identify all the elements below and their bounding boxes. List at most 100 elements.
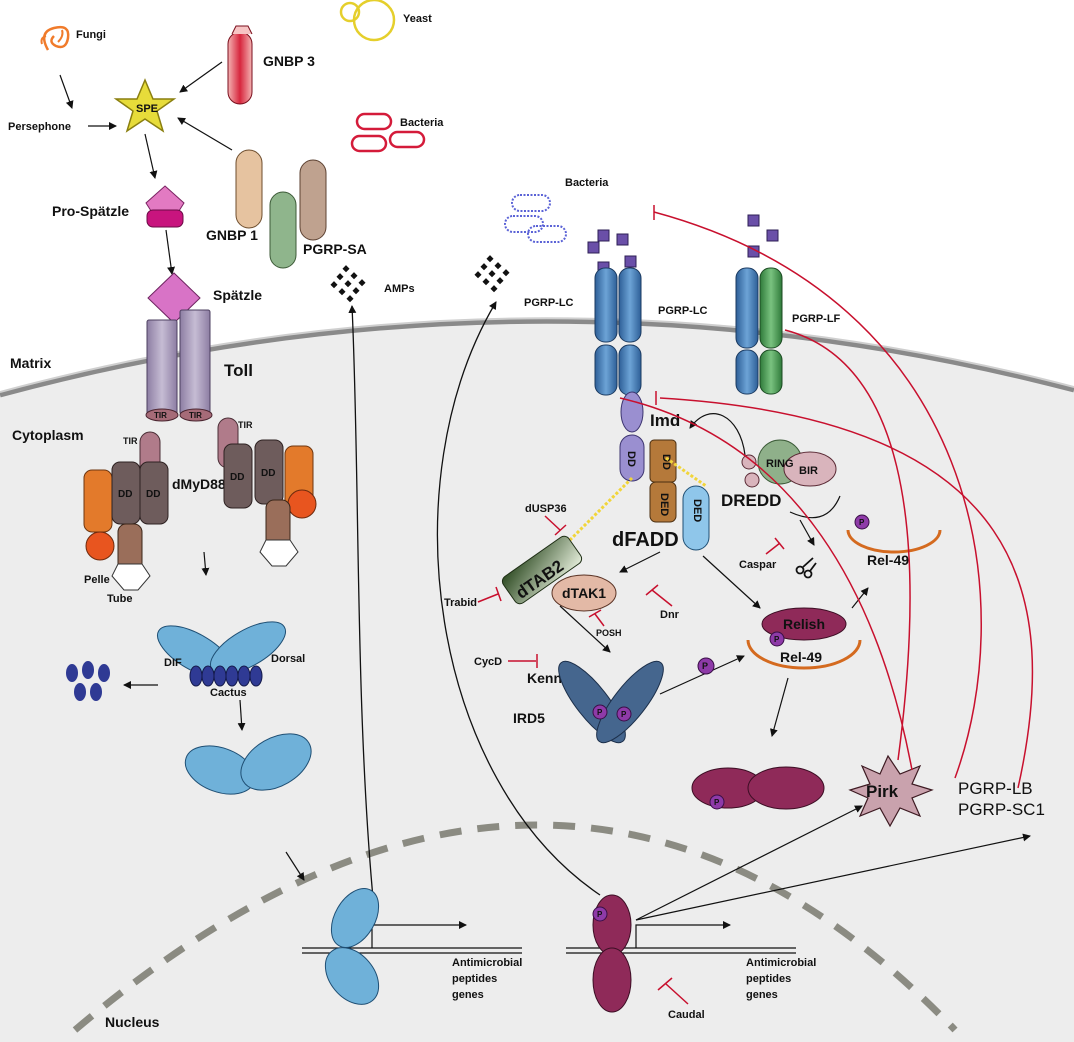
rel49-released-label: Rel-49	[867, 552, 909, 568]
free-p-label: P	[702, 661, 708, 671]
transcription-start-right	[635, 921, 731, 948]
dredd-to-relish-arrow	[799, 519, 815, 546]
pelle-label: Pelle	[84, 574, 110, 586]
pgrp-lc-receptor-a	[594, 267, 618, 396]
bacteria-label-top: Bacteria	[400, 117, 444, 129]
ikk-subunit-b	[596, 660, 664, 744]
toll-label: Toll	[224, 361, 253, 380]
fungi-to-persephone-arrow	[59, 74, 74, 109]
pgrp-lb-feedback-curve	[653, 211, 982, 779]
dredd-cleavage-arrow	[702, 555, 761, 609]
imd-protein	[620, 391, 644, 433]
amps-secretion-left-path	[348, 305, 374, 899]
caspar-inhibit-line	[765, 542, 781, 555]
spe-label: SPE	[136, 103, 158, 115]
dtak1-protein	[551, 574, 617, 612]
relish-dimer-p-label: P	[714, 798, 720, 807]
transcription-to-pirk-arrow	[635, 805, 863, 921]
rel49-phospho	[854, 514, 870, 530]
dtab2-protein	[501, 535, 583, 605]
pgrp-sa-receptor-brown	[299, 159, 327, 241]
relish-bound-b	[592, 947, 632, 1013]
dfadd-dredd-interaction	[665, 456, 707, 488]
dredd-ded-label: DED	[691, 499, 703, 522]
gnbp3-to-spe-arrow	[179, 61, 223, 93]
myd88-dd-right	[223, 443, 253, 509]
pro-spatzle-prodomain	[146, 209, 184, 228]
pgrp-sc1-label: PGRP-SC1	[958, 800, 1045, 819]
ring-label: RING	[766, 458, 794, 470]
pelle-dd-left	[83, 469, 113, 533]
pgrp-lc-label-left: PGRP-LC	[524, 297, 574, 309]
tir-label-right: TIR	[238, 420, 253, 430]
gnbp1-to-spe-arrow	[177, 117, 233, 151]
ikk-phospho-a	[592, 704, 608, 720]
fungi-icon	[40, 25, 70, 51]
caspar-label: Caspar	[739, 559, 777, 571]
tube-cap-right	[259, 539, 299, 567]
pgrp-lf-feedback-curve	[784, 329, 911, 761]
dtak1-to-ikk-arrow	[559, 605, 611, 653]
dd-label-1: DD	[118, 489, 132, 500]
relish-translocation-arrow	[770, 677, 789, 737]
dfadd-dd-label: DD	[660, 454, 672, 470]
relish-bound-p-label: P	[597, 910, 603, 919]
amps-dots-right	[474, 255, 510, 293]
matrix-label: Matrix	[10, 355, 51, 371]
dnr-inhibit-bar	[645, 584, 659, 596]
trabid-inhibit-line	[477, 593, 499, 603]
cactus-protein	[189, 665, 263, 687]
caudal-inhibit-bar	[657, 977, 673, 991]
cytoplasm-label: Cytoplasm	[12, 427, 84, 443]
diap2-small-domain-2	[744, 472, 760, 488]
relish-label: Relish	[783, 616, 825, 632]
dif-label: DIF	[164, 657, 182, 669]
ikk-phospho-b	[616, 706, 632, 722]
toll-tir-label-left: TIR	[154, 411, 167, 420]
gnbp3-label: GNBP 3	[263, 53, 315, 69]
yeast-label: Yeast	[403, 13, 432, 25]
gnbp1-receptor	[235, 149, 263, 229]
pgrp-lf-label: PGRP-LF	[792, 313, 841, 325]
cactus-label: Cactus	[210, 687, 247, 699]
amps-label: AMPs	[384, 283, 415, 295]
rel49-arc-released	[846, 529, 942, 554]
caspar-inhibit-bar	[774, 537, 785, 550]
cycd-label: CycD	[474, 656, 502, 668]
dredd-to-dtak1-arrow	[619, 551, 661, 573]
free-phosphate	[697, 657, 715, 675]
dfadd-label: dFADD	[612, 529, 679, 551]
dorsal-release-arrow	[237, 699, 246, 731]
bacteria-label-mid: Bacteria	[565, 177, 609, 189]
free-dorsal-dimer-b	[240, 733, 312, 791]
dfadd-ded-label: DED	[658, 493, 670, 516]
relish-bound-a	[592, 894, 632, 956]
dtak1-label: dTAK1	[562, 585, 606, 601]
pelle-kinase-right	[287, 489, 317, 519]
dorsal-label: Dorsal	[271, 653, 305, 665]
pgrp-lc-label-right: PGRP-LC	[658, 305, 708, 317]
relish-cleavage-arrow	[851, 587, 869, 609]
toll-tir-label-right: TIR	[189, 411, 202, 420]
amp-genes-right-2: peptides	[746, 973, 791, 985]
trabid-inhibit-bar	[495, 586, 502, 602]
trabid-label: Trabid	[444, 597, 477, 609]
relish-bound-phospho	[592, 906, 608, 922]
diap2-to-imd-arrow	[689, 413, 746, 456]
gnbp1-label: GNBP 1	[206, 227, 258, 243]
transcription-to-pgrp-lb-arrow	[635, 833, 1031, 921]
nuclear-envelope	[72, 821, 958, 1033]
ikk-to-relish-arrow	[659, 655, 745, 695]
dredd-label: DREDD	[721, 491, 781, 510]
dusp36-inhibit-line	[544, 515, 561, 531]
pgrp-sa-label: PGRP-SA	[303, 241, 367, 257]
tube-label: Tube	[107, 593, 132, 605]
pgrp-lf-receptor-green	[759, 267, 783, 395]
amp-genes-right-3: genes	[746, 989, 778, 1001]
ikk-p-label-b: P	[621, 710, 627, 719]
amps-dots-left	[330, 265, 366, 303]
myd88-to-cactus-arrow	[201, 551, 210, 576]
scissors-icon	[795, 557, 817, 579]
amp-genes-left-2: peptides	[452, 973, 497, 985]
